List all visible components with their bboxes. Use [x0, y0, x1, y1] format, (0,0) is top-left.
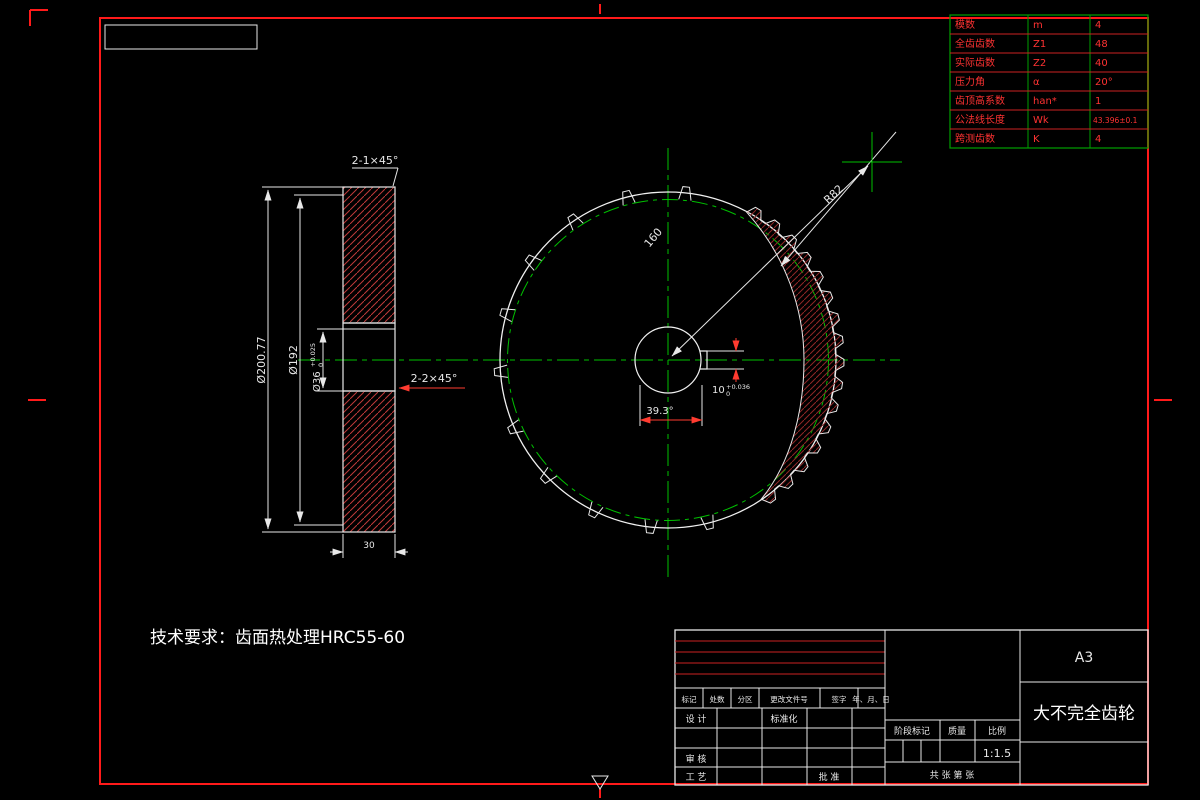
param-row-2-symbol: Z2: [1033, 58, 1046, 69]
chamfer-top-label: 2-1×45°: [352, 154, 399, 167]
param-row-6-value: 4: [1095, 134, 1101, 145]
bore-circle: [634, 326, 702, 394]
center-mark-triangle: [591, 775, 609, 790]
tooth-tick: [524, 254, 542, 271]
radius-dim-label: R82: [821, 182, 846, 206]
param-row-4-symbol: han*: [1033, 96, 1057, 107]
section-hatch-top: [342, 186, 396, 324]
param-row-6-symbol: K: [1033, 134, 1040, 145]
param-row-3-label: 压力角: [955, 75, 985, 88]
label-box: [104, 24, 258, 50]
tooth-tick: [567, 213, 584, 231]
rev-header-zone: 分区: [738, 695, 753, 704]
param-row-2-value: 40: [1095, 58, 1108, 69]
angle-dim-label: 39.3°: [646, 406, 673, 417]
bore-diameter-dim-group: Ø36 +0.025 0: [309, 343, 325, 392]
rev-header-count: 处数: [710, 694, 725, 704]
gear-section-view: [342, 186, 396, 533]
param-row-0-value: 4: [1095, 20, 1101, 31]
param-row-2-label: 实际齿数: [955, 56, 995, 69]
role-process: 工 艺: [686, 772, 707, 783]
role-review: 审 核: [686, 753, 707, 765]
param-row-5-label: 公法线长度: [955, 113, 1005, 126]
param-row-1-value: 48: [1095, 39, 1108, 50]
tooth-tick: [700, 514, 714, 531]
root-diameter-dim: Ø192: [287, 345, 300, 375]
param-row-4-value: 1: [1095, 96, 1101, 107]
tooth-tick: [539, 467, 557, 484]
stage-label: 阶段标记: [894, 725, 930, 737]
param-row-1-label: 全齿齿数: [955, 37, 995, 50]
param-row-3-symbol: α: [1033, 77, 1040, 88]
tooth-tick: [493, 364, 508, 378]
section-dimensions: [262, 167, 465, 558]
role-standardization: 标准化: [770, 713, 797, 725]
param-row-3-value: 20°: [1095, 77, 1113, 88]
sheet-label: 共 张 第 张: [930, 769, 975, 781]
trim-marks: [28, 4, 1172, 798]
front-dimensions: [639, 131, 902, 426]
role-approve: 批 准: [819, 771, 840, 783]
rev-header-docno: 更改文件号: [770, 694, 808, 704]
section-hatch-bottom: [342, 390, 396, 533]
chamfer-bore-label: 2-2×45°: [411, 372, 458, 385]
tooth-tick: [644, 519, 658, 534]
rev-header-date: 年、月、日: [852, 694, 890, 704]
param-row-5-value: 43.396±0.1: [1093, 116, 1138, 125]
title-block: 标记 处数 分区 更改文件号 签字 年、月、日 设 计 标准化 审 核 工 艺 …: [674, 629, 1149, 786]
tech-requirements-text: 技术要求：齿面热处理HRC55-60: [150, 628, 405, 648]
param-row-4-label: 齿顶高系数: [955, 94, 1005, 107]
drawing-title: 大不完全齿轮: [1033, 704, 1135, 724]
bore-tol-upper: +0.025: [309, 343, 317, 367]
tooth-tick: [588, 501, 604, 519]
param-row-0-symbol: m: [1033, 20, 1043, 31]
tooth-tick: [507, 419, 524, 435]
param-row-0-label: 模数: [955, 18, 975, 31]
length-dim-label: 160: [642, 226, 665, 250]
param-row-6-label: 跨测齿数: [955, 132, 995, 145]
param-row-1-symbol: Z1: [1033, 39, 1046, 50]
gear-teeth-sector: [745, 206, 845, 504]
rev-header-signature: 签字: [832, 694, 847, 704]
keyway-tol-upper: +0.036: [726, 383, 750, 391]
keyway-tol-lower: 0: [726, 390, 730, 398]
param-row-5-symbol: Wk: [1033, 115, 1049, 126]
section-bore: [342, 322, 396, 392]
outer-diameter-dim: Ø200.77: [255, 336, 268, 383]
tooth-tick: [499, 308, 516, 323]
paper-size: A3: [1075, 650, 1093, 666]
gear-parameter-table: 模数 m 4 全齿齿数 Z1 48 实际齿数 Z2 40 压力角 α 20° 齿…: [949, 14, 1149, 149]
mass-label: 质量: [948, 725, 966, 737]
sheet-frame: [99, 17, 1149, 785]
scale-value: 1:1.5: [983, 747, 1011, 760]
rev-header-mark: 标记: [682, 694, 697, 704]
role-design: 设 计: [686, 713, 707, 725]
scale-label: 比例: [988, 725, 1006, 737]
tooth-tick: [622, 189, 636, 206]
keyway-dim-label: 10: [712, 385, 725, 396]
width-dim: 30: [363, 541, 375, 551]
bore-tol-lower: 0: [317, 363, 325, 367]
bore-diameter-dim: Ø36: [311, 371, 323, 392]
